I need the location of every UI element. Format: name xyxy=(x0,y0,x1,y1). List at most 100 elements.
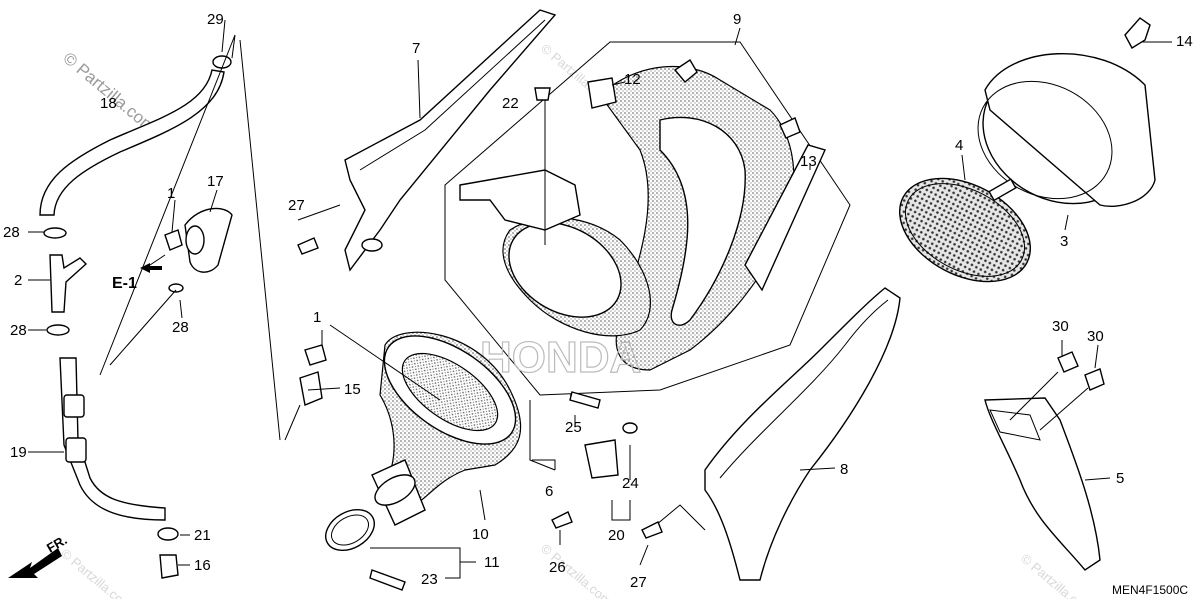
fastener-group xyxy=(284,87,663,566)
leader-lines xyxy=(370,489,486,579)
leader-lines xyxy=(28,19,281,566)
callout-25: 25 xyxy=(565,419,582,436)
callout-29: 29 xyxy=(207,11,224,28)
filter-cover-rim xyxy=(977,80,1113,200)
callout-12: 12 xyxy=(624,71,641,88)
boot-ring xyxy=(508,222,622,318)
clip-1-small xyxy=(164,229,183,251)
callout-24: 24 xyxy=(622,475,639,492)
screw-26 xyxy=(551,511,573,529)
bracket-7-group xyxy=(297,9,557,272)
tube-joint xyxy=(63,394,85,418)
drain-tube-19 xyxy=(59,357,166,521)
side-cover-8 xyxy=(704,287,901,581)
faint-watermark: © Partzilla.com xyxy=(58,546,135,599)
callout-13: 13 xyxy=(800,153,817,170)
mud-guard-group xyxy=(984,340,1111,571)
callout-30: 30 xyxy=(1087,328,1104,345)
leader-lines xyxy=(649,467,836,531)
callout-27: 27 xyxy=(288,197,305,214)
leader-lines xyxy=(1009,340,1111,481)
callout-14: 14 xyxy=(1176,33,1193,50)
callout-numbers: 29 18 1 17 28 2 28 28 19 21 16 7 27 1 15… xyxy=(3,11,1193,591)
callout-23: 23 xyxy=(421,571,438,588)
callout-18: 18 xyxy=(100,95,117,112)
seal-strip-13 xyxy=(744,144,826,292)
callout-28: 28 xyxy=(3,224,20,241)
leader-lines xyxy=(297,59,421,221)
callout-30: 30 xyxy=(1052,318,1069,335)
washer-24 xyxy=(622,422,638,434)
brand-letters-faint: HONDA xyxy=(480,333,641,382)
callout-28: 28 xyxy=(10,322,27,339)
clip-29 xyxy=(212,55,232,69)
bracket-inner xyxy=(359,19,546,171)
clip-1-lower xyxy=(304,344,327,366)
tube-flange-inner xyxy=(401,352,499,432)
side-cover-inner xyxy=(719,299,889,479)
screw-25 xyxy=(569,391,601,409)
bolt-30b xyxy=(1084,368,1105,391)
air-filter-element-4 xyxy=(898,177,1032,283)
front-direction-indicator: FR. xyxy=(8,532,70,578)
callout-27: 27 xyxy=(630,574,647,591)
bracket xyxy=(459,169,581,231)
tube-band-11 xyxy=(325,509,375,551)
callout-16: 16 xyxy=(194,557,211,574)
breather-hose-upper xyxy=(39,69,225,216)
air-cleaner-bracket-7 xyxy=(344,9,557,272)
callout-1: 1 xyxy=(167,185,175,202)
leader-lines xyxy=(961,41,1172,231)
clip-28-small xyxy=(168,283,184,293)
mount-tab xyxy=(779,117,801,139)
wing-bolt-14 xyxy=(1124,17,1151,49)
callout-9: 9 xyxy=(733,11,741,28)
direction-arrow-icon xyxy=(8,548,62,578)
housing-outline-frame xyxy=(444,41,851,396)
filter-cover-body xyxy=(984,52,1156,207)
leader-lines xyxy=(544,27,811,401)
plug-16 xyxy=(159,554,179,579)
callout-21: 21 xyxy=(194,527,211,544)
screw-22 xyxy=(534,87,551,101)
callout-4: 4 xyxy=(955,137,963,154)
tube-joint xyxy=(65,437,87,463)
clip-28-top xyxy=(43,227,67,239)
screw-27-right xyxy=(641,521,663,539)
tube-outlet xyxy=(374,474,416,506)
callout-5: 5 xyxy=(1116,470,1124,487)
bracket-grommet xyxy=(361,238,383,252)
cap-opening xyxy=(185,225,205,255)
breather-hose-assembly xyxy=(28,19,281,579)
filter-bolt-stem xyxy=(988,178,1017,202)
screw-23 xyxy=(369,569,406,591)
callout-28: 28 xyxy=(172,319,189,336)
callout-1: 1 xyxy=(313,309,321,326)
band-inner xyxy=(331,514,369,546)
breather-cap-17 xyxy=(184,207,233,273)
air-cleaner-housing: HONDA xyxy=(444,27,851,401)
reference-arrow-icon xyxy=(140,263,162,273)
case-inner-opening xyxy=(659,116,746,326)
callout-8: 8 xyxy=(840,461,848,478)
callout-15: 15 xyxy=(344,381,361,398)
reference-marker: E-1 xyxy=(112,263,162,292)
callout-3: 3 xyxy=(1060,233,1068,250)
bolt-30a xyxy=(1057,351,1079,373)
breather-cap-group xyxy=(109,189,233,366)
clip-28-mid xyxy=(46,324,70,336)
callout-11: 11 xyxy=(484,554,500,571)
side-cover-group xyxy=(649,287,901,581)
callout-22: 22 xyxy=(502,95,519,112)
leader-lines xyxy=(109,189,218,366)
callout-26: 26 xyxy=(549,559,566,576)
label-12 xyxy=(587,77,617,109)
funnel-group xyxy=(325,331,522,591)
fitting-15 xyxy=(299,371,323,406)
callout-20: 20 xyxy=(608,527,625,544)
callout-6: 6 xyxy=(545,483,553,500)
joint-2 xyxy=(49,254,88,313)
leader-lines xyxy=(284,324,649,566)
callout-10: 10 xyxy=(472,526,489,543)
mud-guard-5 xyxy=(984,397,1101,571)
